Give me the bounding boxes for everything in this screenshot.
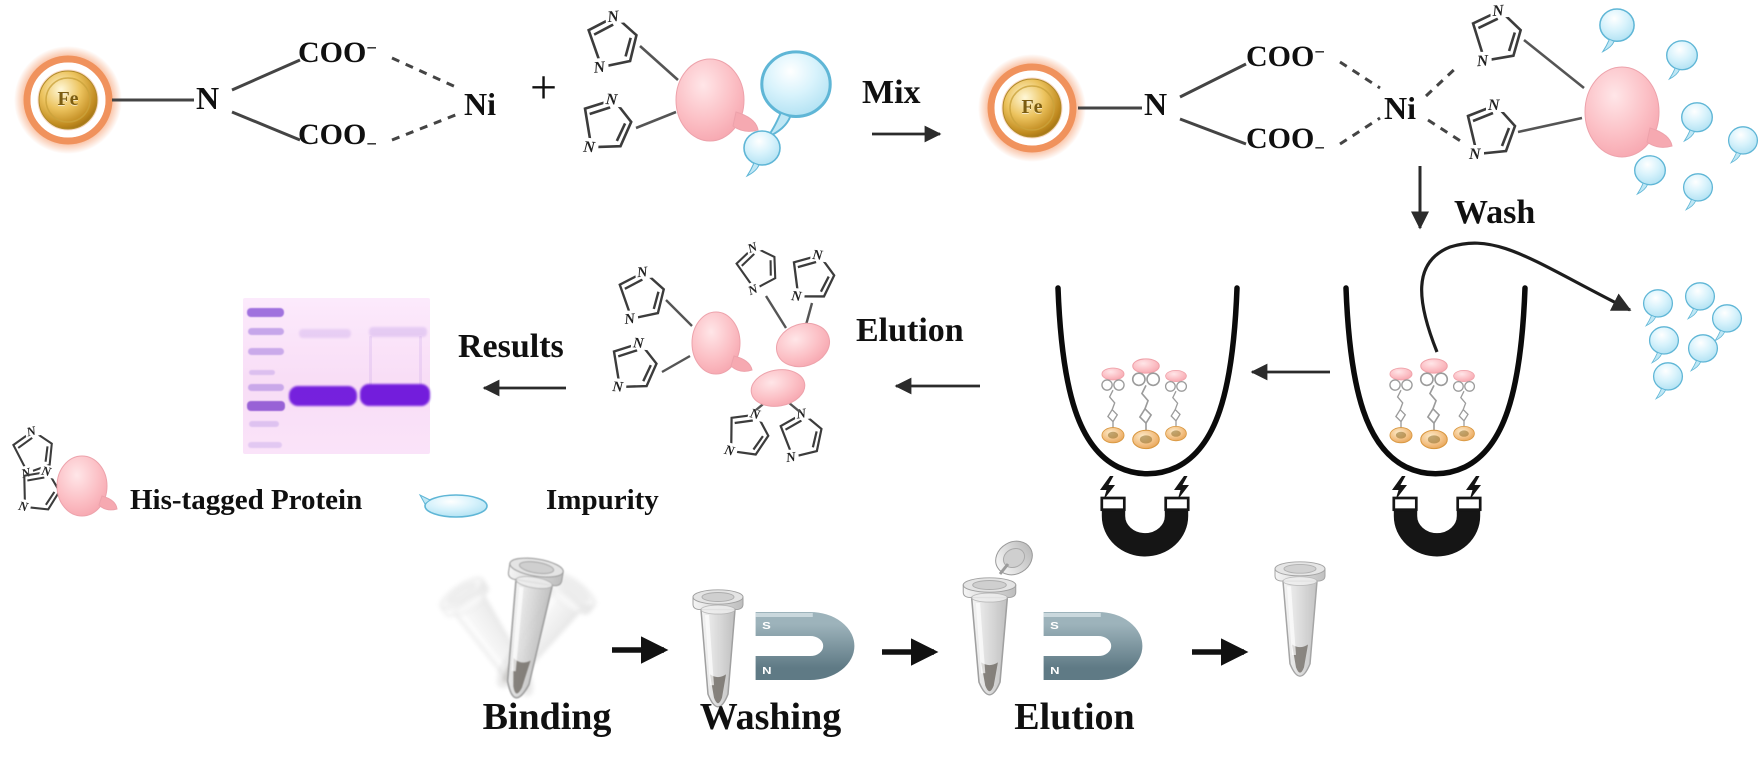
imidazole-ring-icon xyxy=(720,399,776,467)
captured-bead-complexes xyxy=(1389,358,1476,450)
washout-curved-arrow xyxy=(1420,241,1632,353)
imidazole-ring-icon xyxy=(728,233,787,300)
workflow-washing-label: Washing xyxy=(699,696,842,738)
nitrogen-label: N xyxy=(196,80,220,116)
washing-station-photo xyxy=(691,587,839,709)
ring-protein-bonds xyxy=(661,295,814,413)
wash-label: Wash xyxy=(1454,194,1536,231)
legend-protein-icon xyxy=(56,455,118,517)
imidazole-ring-icon xyxy=(608,332,660,400)
imidazole-ring-icon xyxy=(615,261,669,330)
nickel-label: Ni xyxy=(464,86,496,122)
imidazole-ring-icon xyxy=(579,88,635,161)
carboxylate-bottom-label: COO− xyxy=(1246,122,1325,159)
lightning-icon xyxy=(1174,476,1189,500)
captured-bead-complexes xyxy=(1101,358,1188,450)
workflow-binding-label: Binding xyxy=(482,696,612,738)
his-tagged-protein-blob xyxy=(1584,66,1673,158)
carboxylate-top-label: COO− xyxy=(298,36,377,69)
nitrogen-label: N xyxy=(1144,86,1168,122)
fe-core-label: Fe xyxy=(1021,96,1043,118)
nickel-label: Ni xyxy=(1384,90,1416,126)
workflow-elution-label: Elution xyxy=(1014,696,1135,738)
sds-page-gel-image xyxy=(243,298,430,454)
ring-protein-bonds xyxy=(635,45,679,130)
lightning-icon xyxy=(1392,476,1407,500)
separation-tube xyxy=(1055,285,1240,477)
imidazole-ring-icon xyxy=(1465,95,1517,165)
elution-step-label: Elution xyxy=(856,312,964,349)
horseshoe-magnet-icon xyxy=(1102,498,1188,545)
imidazole-ring-icon xyxy=(787,243,839,310)
carboxylate-bottom-label: COO− xyxy=(298,118,377,155)
results-label: Results xyxy=(458,328,564,365)
his-tagged-protein-blob xyxy=(675,58,759,142)
washed-impurity-cluster xyxy=(1642,282,1743,400)
legend-impurity-label: Impurity xyxy=(546,484,659,516)
separation-tube xyxy=(1343,285,1528,477)
lightning-icon xyxy=(1466,476,1481,500)
imidazole-ring-icon xyxy=(776,402,827,467)
impurity-balloon-icon xyxy=(760,50,832,139)
nta-bonds-right xyxy=(1078,60,1463,146)
imidazole-ring-icon xyxy=(1469,0,1525,72)
nta-bonds-left xyxy=(112,56,459,142)
lightning-icon xyxy=(1100,476,1115,500)
final-tube-photo xyxy=(1273,559,1327,679)
eluted-protein-blobs xyxy=(691,311,830,407)
plus-sign: + xyxy=(530,61,558,114)
carboxylate-top-label: COO− xyxy=(1246,40,1325,73)
fe-core-label: Fe xyxy=(57,88,79,110)
horseshoe-magnet-icon xyxy=(1394,498,1480,545)
impurity-balloon-icon xyxy=(743,130,781,177)
imidazole-ring-icon xyxy=(584,5,642,79)
ring-protein-bonds xyxy=(1517,38,1585,134)
legend-protein-label: His-tagged Protein xyxy=(130,484,363,516)
binding-tube-photo xyxy=(434,555,602,711)
legend-impurity-icon xyxy=(418,493,488,518)
elution-station-photo xyxy=(963,540,1127,695)
mix-label: Mix xyxy=(862,74,921,111)
